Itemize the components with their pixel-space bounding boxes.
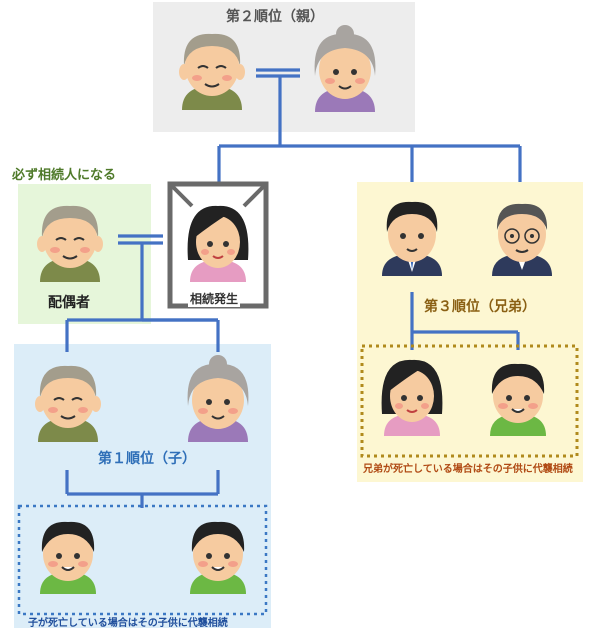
grandfather-icon [178,32,246,112]
children-title: 第１順位（子） [98,451,196,467]
spouse-icon [36,204,104,283]
granddaughter-icon [189,520,247,595]
connector-lines [65,68,522,508]
brother-older-icon [491,202,553,277]
grandchildren-box [17,504,268,616]
brother-icon [381,200,443,277]
nephews-box [360,344,579,458]
son-icon [34,364,102,443]
siblings-note: 兄弟が死亡している場合はその子供に代襲相続 [363,464,573,475]
nephew-icon [489,362,547,437]
spouse-label: 配偶者 [48,295,90,311]
parents-title: 第２順位（親） [226,9,324,25]
children-note: 子が死亡している場合はその子供に代襲相続 [28,618,228,629]
grandson-icon [39,520,97,595]
daughter-icon [186,354,250,443]
must-heir-title: 必ず相続人になる [12,168,117,183]
siblings-title: 第３順位（兄弟） [424,299,536,315]
niece-icon [380,358,444,437]
grandmother-icon [313,24,377,114]
deceased-icon [186,204,250,283]
deceased-label: 相続発生 [188,290,241,307]
